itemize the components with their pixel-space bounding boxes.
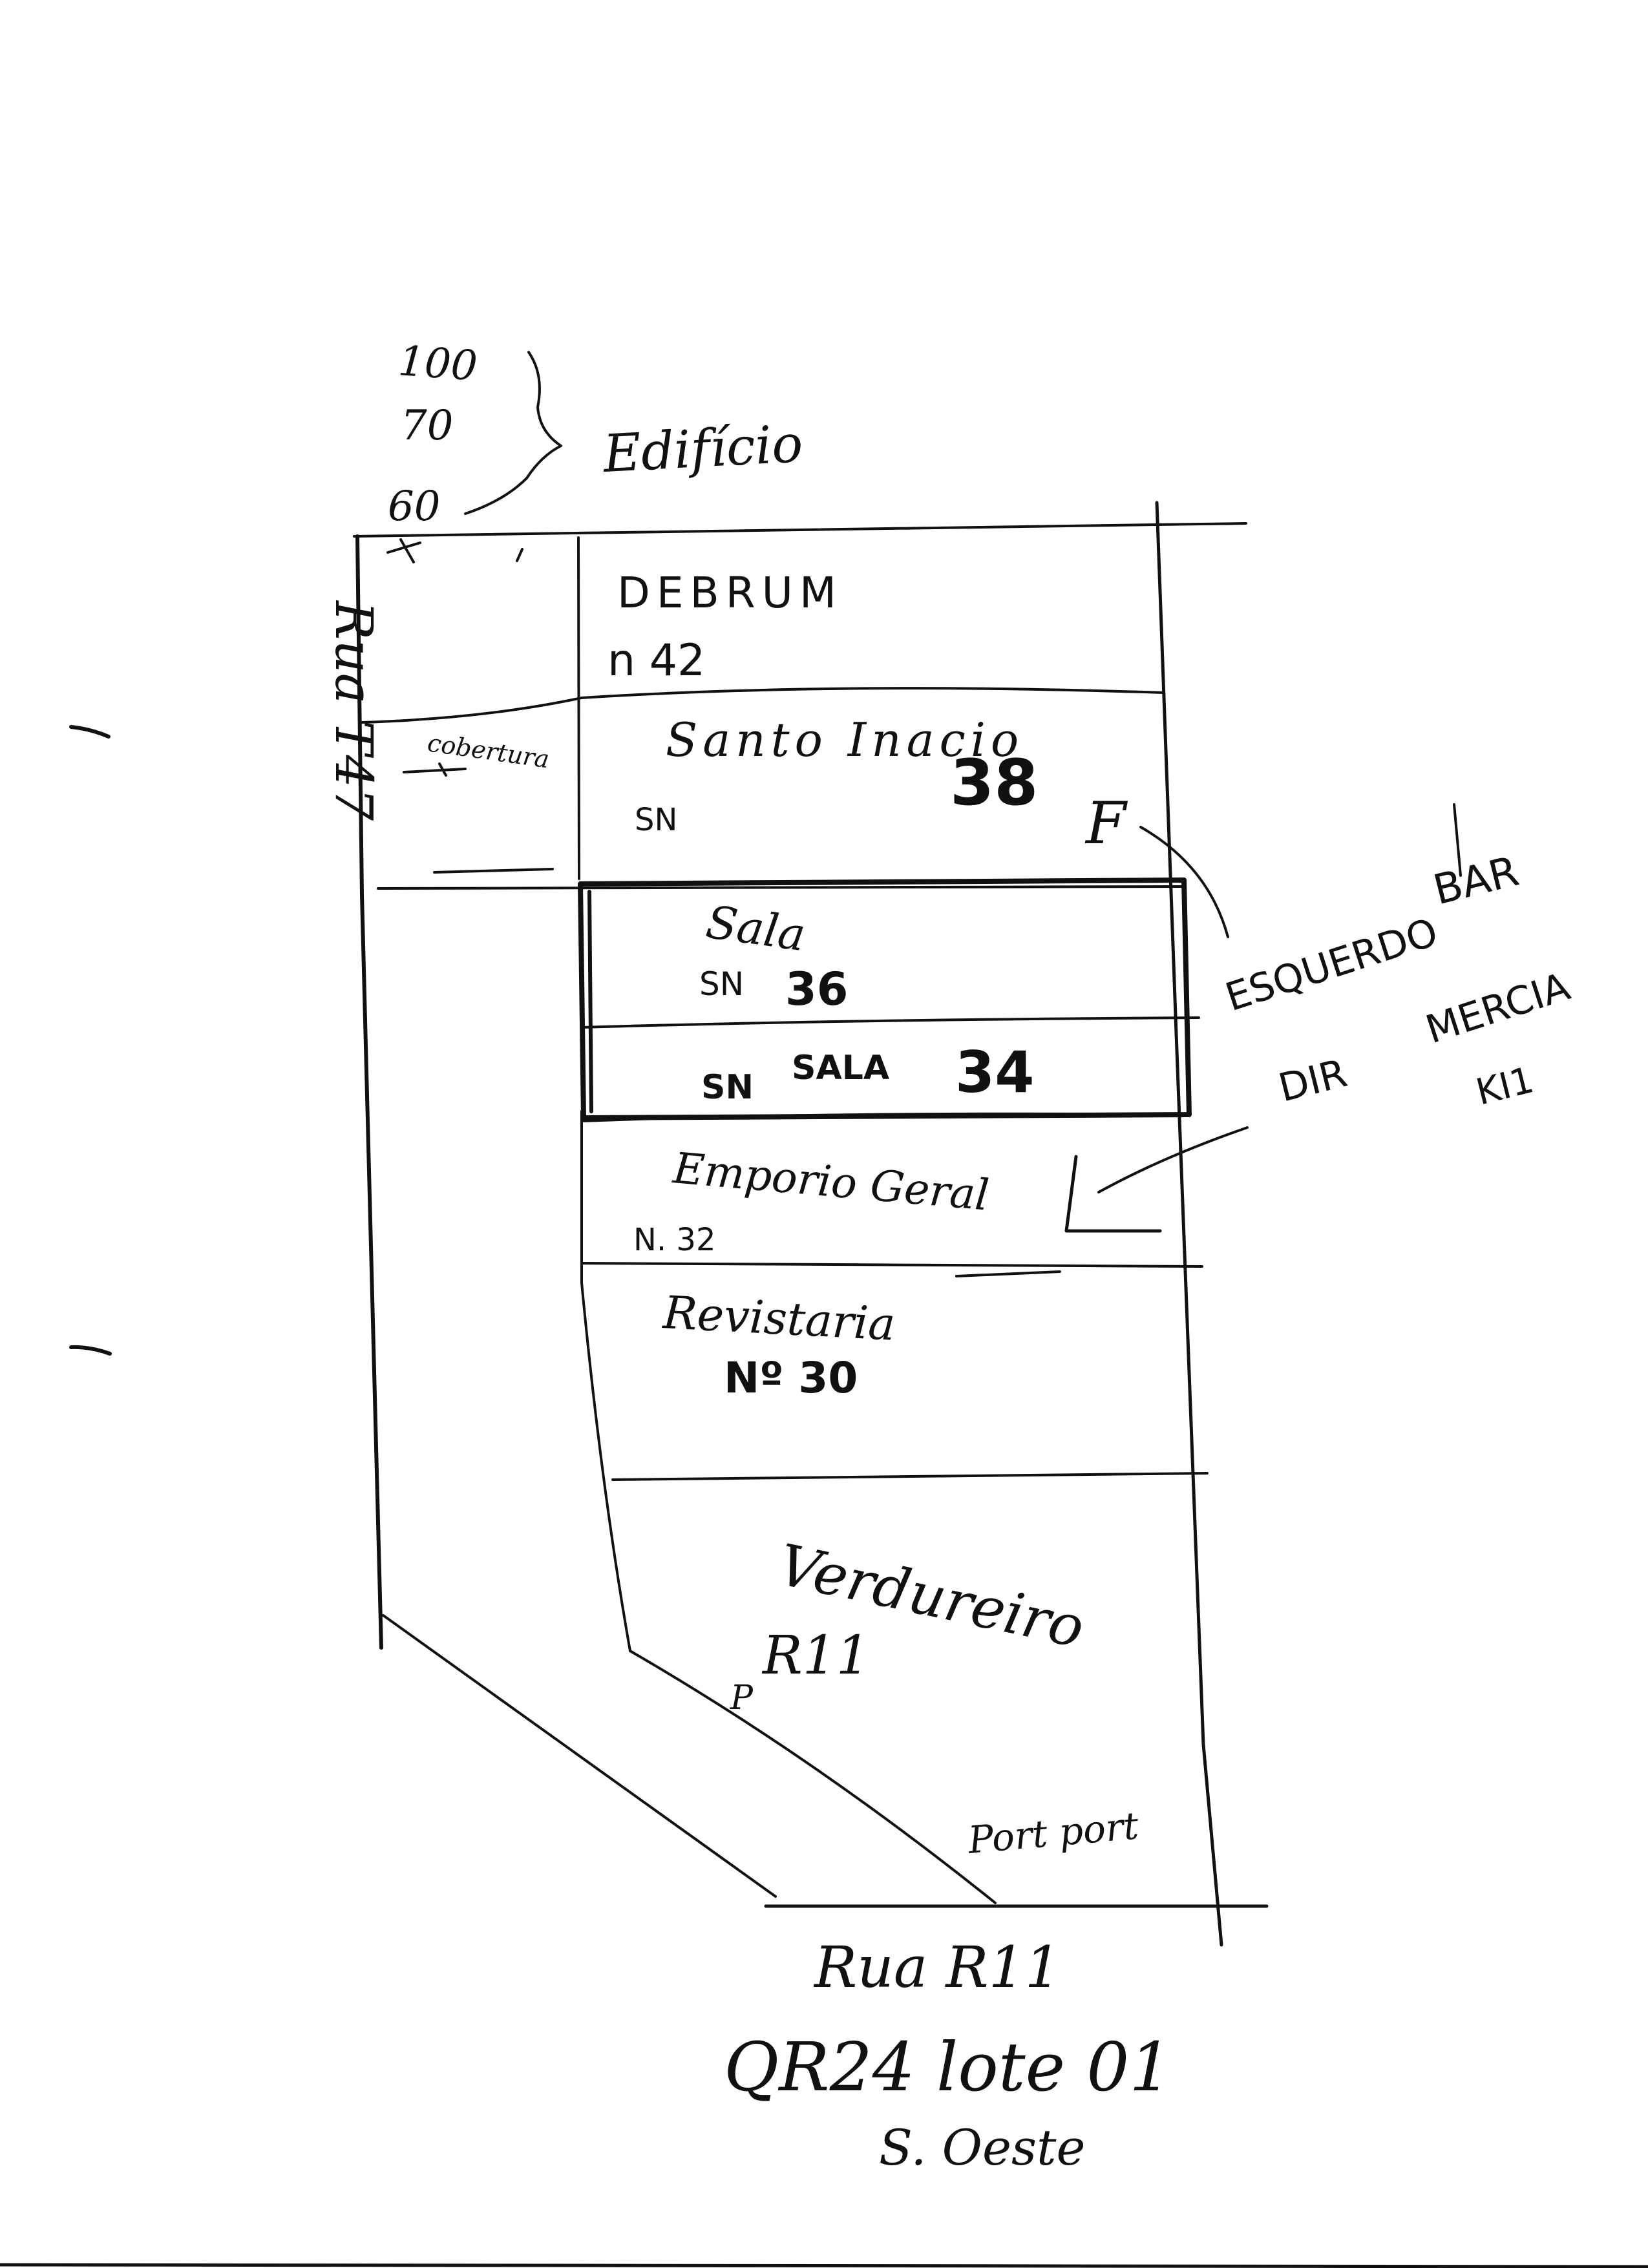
lot-divider-42-38 [361,687,1165,724]
height-60: 60 [388,483,440,530]
block-right-edge [1155,501,1223,1947]
lot-34-number: 34 [955,1039,1034,1106]
height-100: 100 [397,337,479,390]
lot-36-prefix: SN [699,965,744,1003]
cobertura-arrow-bottom [433,868,554,874]
lot-reference: QR24 lote 01 [724,2028,1172,2106]
block-left-edge [355,534,383,1650]
diagonal-corner [382,1614,777,1898]
stray-mark [69,725,111,739]
lot-r11-number: R11 [761,1625,870,1686]
arrow-to-esquerdo [1139,826,1229,938]
block-top-edge [353,522,1247,538]
scan-edge [0,2263,1648,2268]
lot-42-name: DEBRUM [617,568,843,618]
lot-34-prefix: SN [701,1068,754,1107]
marker-f: F [1084,790,1128,857]
bar-label: BAR [1429,848,1523,915]
lot-38-cobertura: cobertura [426,728,551,773]
arrow-from-dir [1097,1126,1249,1193]
arrow-mark [386,538,523,563]
lot-32-number: N. 32 [633,1222,716,1258]
ki1-label: KI1 [1472,1059,1538,1114]
lot-34-name: SALA [792,1049,889,1087]
lot-inner-divider-lower [580,1110,631,1652]
esquerdo-label: ESQUERDO [1220,910,1443,1021]
lot-38-number: 38 [950,746,1038,820]
stray-mark [69,1345,112,1356]
mercia-label: MERCIA [1421,964,1575,1053]
lot-inner-divider [577,536,580,880]
height-70: 70 [401,402,453,450]
lot-r11-mark: P [730,1679,754,1717]
highlight-box-overdraw [587,890,593,1113]
room-divider-36-34 [580,1016,1200,1029]
bar-tick [1453,803,1462,877]
lot-36-number: 36 [785,963,848,1016]
underline-mark [955,1270,1061,1277]
lot-30-name: Revistaria [660,1286,896,1351]
lot-divider-32-30 [580,1262,1203,1268]
dir-label: DIR [1274,1051,1351,1111]
arrowhead-dir [1064,1155,1162,1233]
street-left: Rua T47 [324,600,384,821]
diagonal-inner [629,1650,997,1904]
lot-36-name: Sala [703,896,809,962]
building-label: Edifício [600,414,804,484]
lot-42-number: n 42 [607,635,705,686]
lot-38-prefix: SN [635,802,677,838]
lot-r11-port: Port port [966,1803,1141,1862]
street-bottom: Rua R11 [813,1934,1061,2000]
lot-divider-30-r11 [611,1472,1209,1481]
sector-label: S. Oeste [879,2119,1085,2176]
lot-38-name: Santo Inacio [666,713,1024,767]
lot-32-name: Emporio Geral [671,1143,991,1220]
highlight-box [578,877,1192,1120]
lot-divider-38-36 [377,885,1184,890]
cobertura-arrow-top [403,762,467,777]
height-brace [464,351,562,515]
lot-30-number: Nº 30 [724,1353,858,1403]
